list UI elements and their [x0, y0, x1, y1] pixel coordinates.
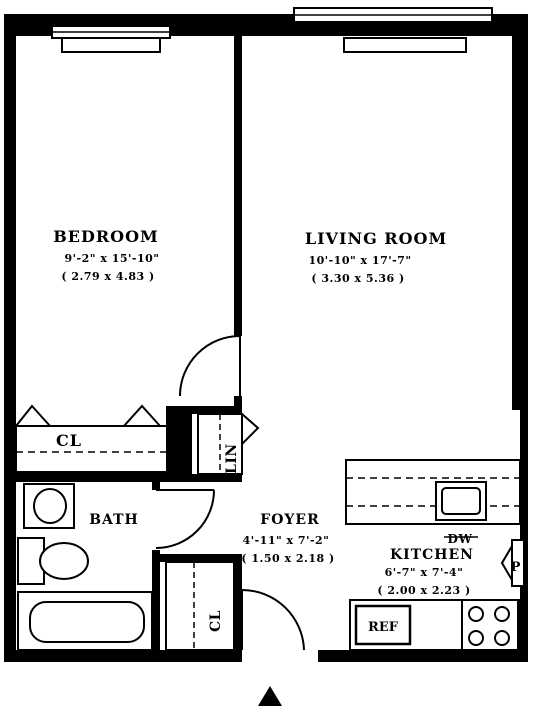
living-room-dim-imperial: 10'-10" x 17'-7" — [308, 254, 411, 267]
entry-arrow-icon — [258, 686, 282, 706]
kitchen-label-group: DW KITCHEN 6'-7" x 7'-4" ( 2.00 x 2.23 ) — [377, 532, 478, 597]
pantry — [500, 539, 525, 587]
bedroom-window — [51, 25, 171, 53]
foyer-label-group: FOYER 4'-11" x 7'-2" ( 1.50 x 2.18 ) — [241, 512, 334, 565]
bedroom-dim-metric: ( 2.79 x 4.83 ) — [61, 270, 154, 283]
kitchen-counter — [345, 459, 521, 525]
bedroom-door — [179, 335, 241, 397]
foyer-dim-metric: ( 1.50 x 2.18 ) — [241, 552, 334, 565]
kitchen-name: KITCHEN — [390, 547, 474, 563]
foyer-closet — [165, 561, 242, 651]
interior-walls — [16, 36, 242, 650]
living-room-label-group: LIVING ROOM 10'-10" x 17'-7" ( 3.30 x 5.… — [305, 229, 447, 285]
bedroom-label-group: BEDROOM 9'-2" x 15'-10" ( 2.79 x 4.83 ) — [53, 227, 159, 283]
bedroom-dim-imperial: 9'-2" x 15'-10" — [65, 252, 160, 265]
living-room-dim-metric: ( 3.30 x 5.36 ) — [311, 272, 404, 285]
entry-door — [241, 589, 305, 651]
kitchen-dim-imperial: 6'-7" x 7'-4" — [385, 566, 464, 579]
bedroom-name: BEDROOM — [53, 227, 158, 246]
stove-icon — [461, 599, 519, 651]
dishwasher-label: DW — [448, 532, 473, 546]
refrigerator-label: REF — [368, 620, 399, 635]
bath-door — [155, 489, 215, 549]
toilet-icon — [17, 537, 89, 585]
foyer-dim-imperial: 4'-11" x 7'-2" — [243, 534, 330, 547]
closet-label: CL — [56, 431, 82, 450]
sink-icon — [23, 483, 75, 529]
bath-name: BATH — [89, 512, 139, 528]
kitchen-sink-icon — [435, 481, 487, 521]
bedroom-closet — [15, 404, 169, 473]
kitchen-dim-metric: ( 2.00 x 2.23 ) — [377, 584, 470, 597]
foyer-name: FOYER — [260, 512, 319, 528]
linen-label: LIN — [224, 443, 240, 474]
bathtub-icon — [17, 591, 153, 651]
refrigerator-icon — [354, 604, 412, 646]
pantry-label: P — [511, 560, 522, 575]
linen-closet — [197, 413, 260, 475]
foyer-closet-label: CL — [208, 610, 224, 632]
living-room-window — [293, 7, 493, 53]
living-room-name: LIVING ROOM — [305, 229, 447, 248]
